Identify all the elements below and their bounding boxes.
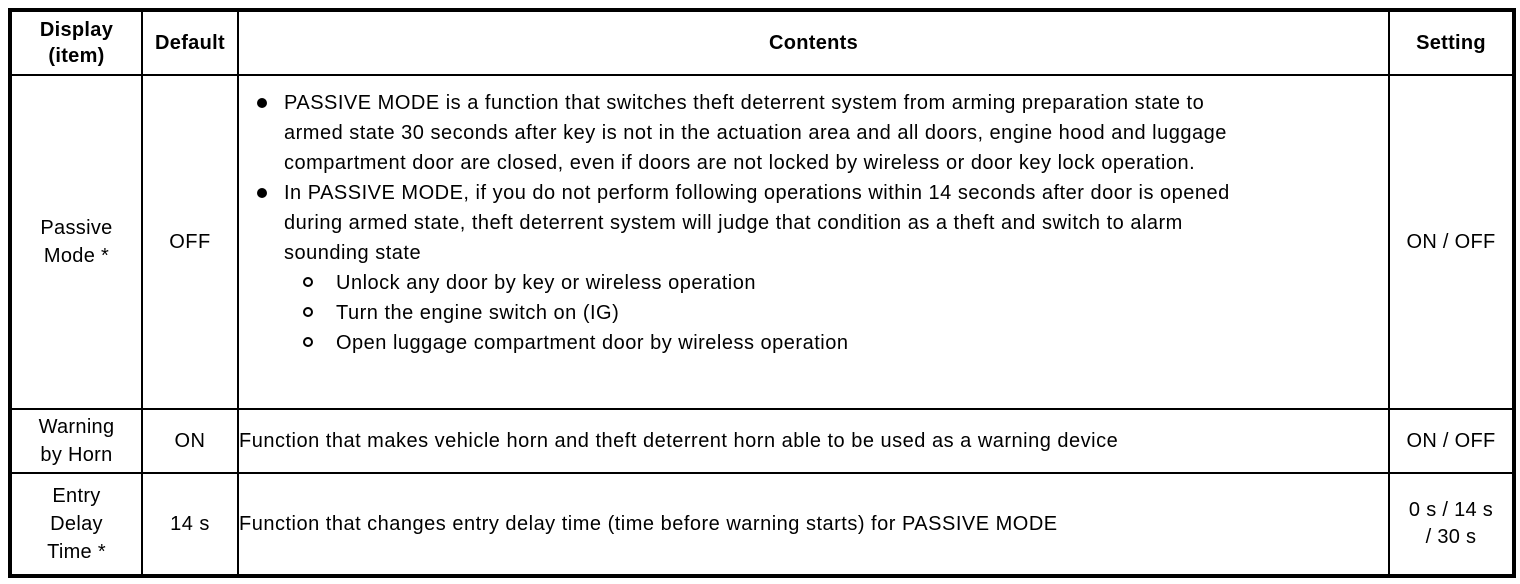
default-cell: OFF [141,74,239,410]
sub-list-item: Unlock any door by key or wireless opera… [301,268,1388,298]
setting-cell: ON / OFF [1388,408,1515,474]
sub-list-item: Turn the engine switch on (IG) [301,298,1388,328]
sub-bullet-text: Turn the engine switch on (IG) [336,302,620,324]
header-setting: Setting [1388,9,1515,76]
list-item: In PASSIVE MODE, if you do not perform f… [239,178,1388,268]
display-line: Mode * [43,245,110,267]
bullet-text: PASSIVE MODE is a function that switches… [284,92,1227,174]
theft-deterrent-settings-table: Display (item) Default Contents Setting … [8,8,1516,578]
header-contents: Contents [237,9,1390,76]
table-row-warning-by-horn: Warning by Horn ON Function that makes v… [9,408,1515,474]
circle-bullet-icon [301,328,336,347]
contents-cell: PASSIVE MODE is a function that switches… [237,74,1390,410]
sub-bullet-text: Unlock any door by key or wireless opera… [336,272,756,294]
display-cell: Entry Delay Time * [9,472,143,577]
header-display-item: Display (item) [9,9,143,76]
display-line: Entry [52,485,101,507]
default-cell: 14 s [141,472,239,577]
circle-bullet-icon [301,268,336,287]
sub-list-item: Open luggage compartment door by wireles… [301,328,1388,358]
contents-cell: Function that changes entry delay time (… [237,472,1390,577]
table-row-entry-delay-time: Entry Delay Time * 14 s Function that ch… [9,472,1515,577]
display-line: Time * [47,541,106,563]
display-line: Delay [50,513,103,535]
bullet-icon [257,178,284,198]
table-row-passive-mode: Passive Mode * OFF PASSIVE MODE is a fun… [9,74,1515,410]
display-line: Warning [38,416,115,438]
header-default: Default [141,9,239,76]
display-cell: Passive Mode * [9,74,143,410]
bullet-text: In PASSIVE MODE, if you do not perform f… [284,182,1230,264]
bullet-icon [257,88,284,108]
header-row: Display (item) Default Contents Setting [9,9,1515,76]
list-item: PASSIVE MODE is a function that switches… [239,88,1388,178]
setting-cell: 0 s / 14 s / 30 s [1388,472,1515,577]
circle-bullet-icon [301,298,336,317]
setting-cell: ON / OFF [1388,74,1515,410]
header-display-item-line1: Display [39,19,114,41]
header-display-item-line2: (item) [48,45,105,67]
setting-line: / 30 s [1425,526,1477,548]
sub-bullet-text: Open luggage compartment door by wireles… [336,332,849,354]
display-line: Passive [40,217,113,239]
setting-line: ON / OFF [1406,429,1496,452]
display-line: by Horn [40,444,113,466]
setting-line: 0 s / 14 s [1408,499,1494,521]
setting-line: ON / OFF [1406,230,1496,253]
display-cell: Warning by Horn [9,408,143,474]
default-cell: ON [141,408,239,474]
contents-cell: Function that makes vehicle horn and the… [237,408,1390,474]
